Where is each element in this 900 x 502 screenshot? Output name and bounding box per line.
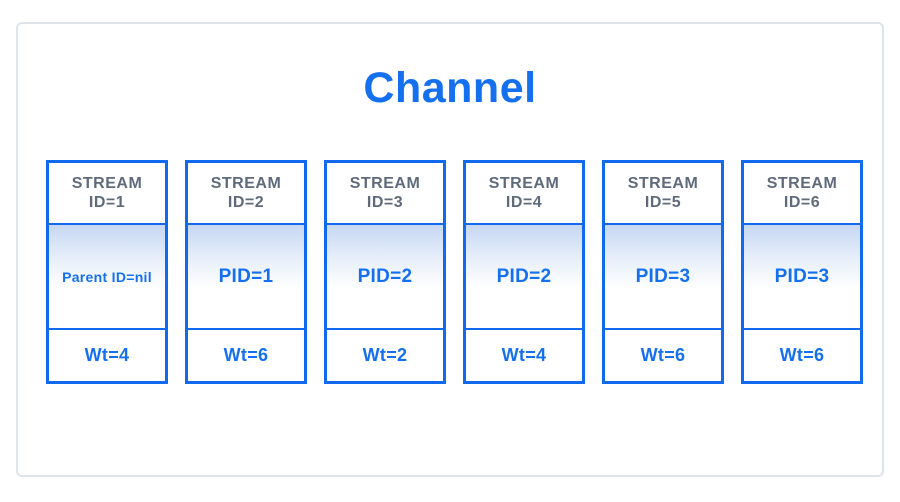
parent-id-label: PID=1 <box>218 265 274 287</box>
stream-weight-section: Wt=6 <box>744 330 860 381</box>
parent-id-label: PID=3 <box>774 265 830 287</box>
stream-label: STREAM <box>210 175 282 192</box>
weight-label: Wt=6 <box>223 345 269 365</box>
stream-parent-section: Parent ID=nil <box>49 225 165 330</box>
stream-parent-section: PID=3 <box>744 225 860 330</box>
weight-label: Wt=2 <box>362 345 408 365</box>
stream-box-3: STREAM ID=3 PID=2 Wt=2 <box>324 160 446 384</box>
weight-label: Wt=4 <box>84 345 130 365</box>
stream-header: STREAM ID=4 <box>466 163 582 225</box>
channel-title: Channel <box>363 64 537 112</box>
stream-box-6: STREAM ID=6 PID=3 Wt=6 <box>741 160 863 384</box>
stream-header: STREAM ID=5 <box>605 163 721 225</box>
weight-label: Wt=6 <box>779 345 825 365</box>
streams-row: STREAM ID=1 Parent ID=nil Wt=4 STREAM ID… <box>46 160 863 384</box>
stream-weight-section: Wt=2 <box>327 330 443 381</box>
stream-header: STREAM ID=1 <box>49 163 165 225</box>
parent-id-label: PID=3 <box>635 265 691 287</box>
stream-weight-section: Wt=6 <box>605 330 721 381</box>
stream-label: STREAM <box>71 175 143 192</box>
parent-id-label: PID=2 <box>357 265 413 287</box>
stream-box-1: STREAM ID=1 Parent ID=nil Wt=4 <box>46 160 168 384</box>
stream-parent-section: PID=3 <box>605 225 721 330</box>
parent-id-label: PID=2 <box>496 265 552 287</box>
stream-id-label: ID=6 <box>783 194 821 211</box>
stream-header: STREAM ID=6 <box>744 163 860 225</box>
channel-frame: Channel STREAM ID=1 Parent ID=nil Wt=4 S… <box>16 22 884 477</box>
stream-parent-section: PID=1 <box>188 225 304 330</box>
stream-box-5: STREAM ID=5 PID=3 Wt=6 <box>602 160 724 384</box>
weight-label: Wt=6 <box>640 345 686 365</box>
stream-parent-section: PID=2 <box>327 225 443 330</box>
stream-label: STREAM <box>627 175 699 192</box>
stream-box-4: STREAM ID=4 PID=2 Wt=4 <box>463 160 585 384</box>
stream-header: STREAM ID=3 <box>327 163 443 225</box>
stream-weight-section: Wt=4 <box>466 330 582 381</box>
stream-id-label: ID=1 <box>88 194 126 211</box>
stream-label: STREAM <box>766 175 838 192</box>
stream-id-label: ID=4 <box>505 194 543 211</box>
stream-weight-section: Wt=4 <box>49 330 165 381</box>
stream-box-2: STREAM ID=2 PID=1 Wt=6 <box>185 160 307 384</box>
stream-label: STREAM <box>488 175 560 192</box>
stream-id-label: ID=5 <box>644 194 682 211</box>
stream-label: STREAM <box>349 175 421 192</box>
stream-header: STREAM ID=2 <box>188 163 304 225</box>
parent-id-label: Parent ID=nil <box>62 268 152 285</box>
stream-id-label: ID=2 <box>227 194 265 211</box>
weight-label: Wt=4 <box>501 345 547 365</box>
stream-id-label: ID=3 <box>366 194 404 211</box>
stream-weight-section: Wt=6 <box>188 330 304 381</box>
stream-parent-section: PID=2 <box>466 225 582 330</box>
